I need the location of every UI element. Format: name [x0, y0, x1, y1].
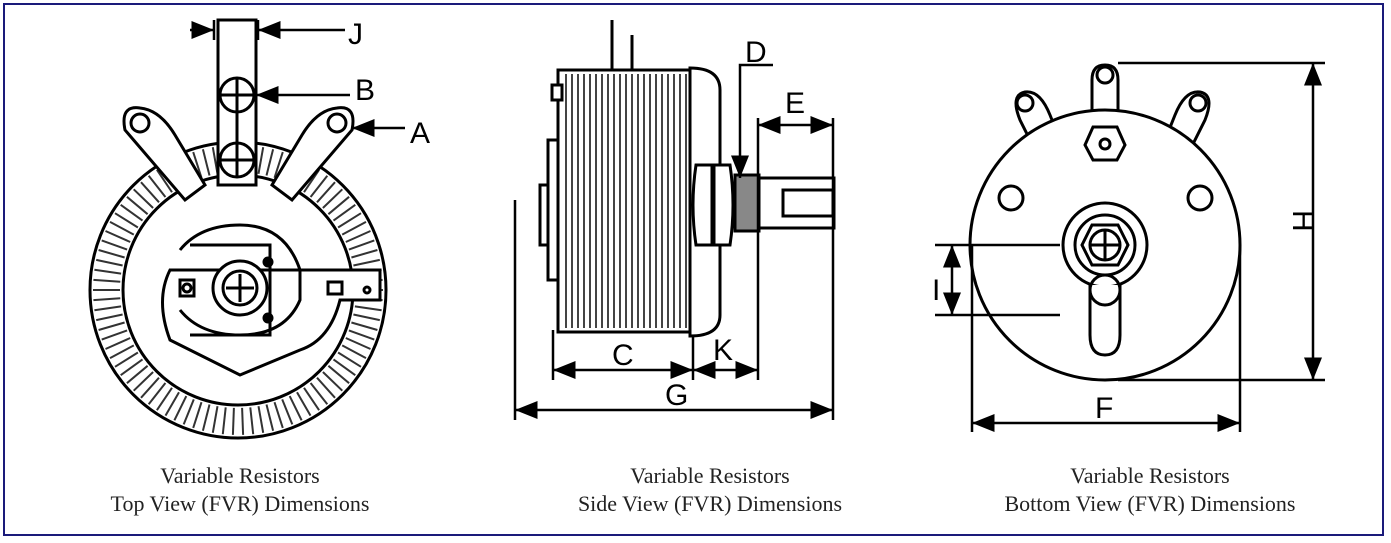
label-G: G	[665, 379, 688, 412]
top-view-winding	[93, 145, 383, 435]
label-A: A	[410, 117, 430, 150]
label-C: C	[612, 339, 634, 372]
bottom-view-drawing	[968, 63, 1242, 382]
caption-line-1: Variable Resistors	[1070, 463, 1230, 488]
label-J: J	[348, 18, 363, 51]
caption-line-2: Side View (FVR) Dimensions	[577, 491, 843, 516]
side-view-drawing	[538, 20, 836, 338]
label-B: B	[355, 74, 375, 107]
label-I: I	[932, 274, 940, 307]
side-view-fins	[565, 74, 687, 328]
top-view-dimensions	[190, 20, 405, 137]
label-H: H	[1286, 210, 1319, 232]
label-D: D	[745, 36, 767, 69]
caption-line-1: Variable Resistors	[160, 463, 320, 488]
side-view-dimensions	[513, 63, 835, 420]
caption-line-1: Variable Resistors	[630, 463, 790, 488]
label-E: E	[785, 87, 805, 120]
caption-line-2: Bottom View (FVR) Dimensions	[1004, 491, 1296, 516]
label-K: K	[713, 334, 733, 367]
bottom-view-dimensions	[935, 61, 1325, 432]
caption-side-view: Variable Resistors Side View (FVR) Dimen…	[510, 462, 910, 518]
top-view-drawing	[88, 18, 388, 440]
caption-bottom-view: Variable Resistors Bottom View (FVR) Dim…	[950, 462, 1350, 518]
caption-top-view: Variable Resistors Top View (FVR) Dimens…	[40, 462, 440, 518]
label-F: F	[1095, 392, 1113, 425]
caption-line-2: Top View (FVR) Dimensions	[110, 491, 370, 516]
